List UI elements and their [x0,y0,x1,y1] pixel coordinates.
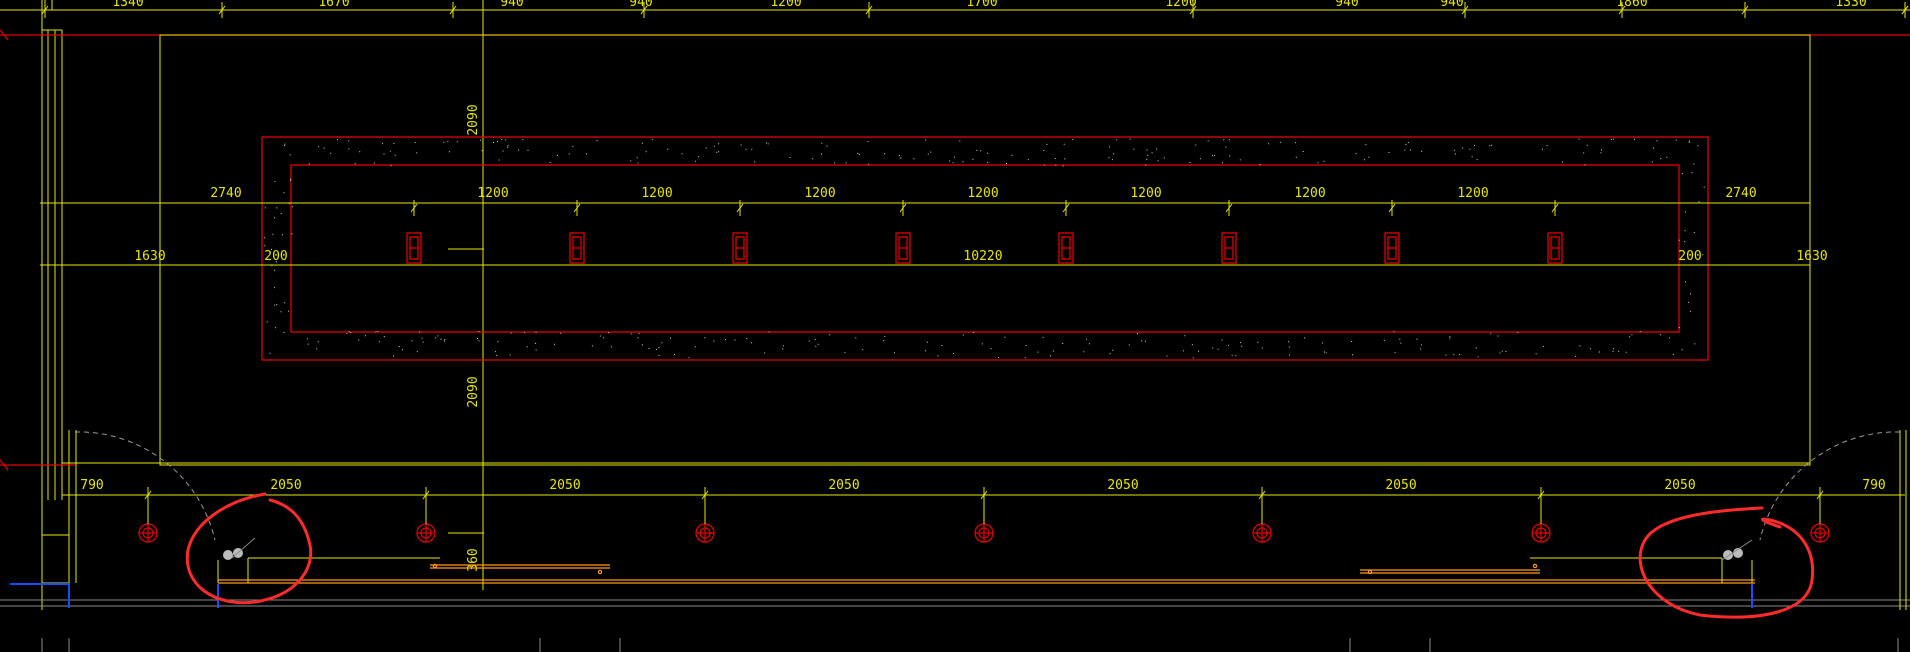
ceiling-trough [261,136,1709,361]
downlight-icon [1252,495,1272,543]
top-dim-text: 1670 [318,0,349,10]
row2-dim-text: 1630 [134,249,165,264]
row1-dim-text: 1200 [641,186,672,201]
vertical-dim-bottom: 360 [466,548,481,571]
light-fixture-icon [1384,203,1400,264]
row1-dim-text: 1200 [1457,186,1488,201]
row1-dim-text: 2740 [1725,186,1756,201]
downlight-icon [416,495,436,543]
bottom-dim-text: 790 [80,478,103,493]
downlight-icon [1531,495,1551,543]
ceiling-fixtures [406,203,1563,264]
right-wall [1899,430,1907,610]
speckle-hatch [264,138,1705,359]
top-dim-text: 1200 [770,0,801,10]
light-fixture-icon [1221,203,1237,264]
top-dim-text: 940 [1440,0,1463,10]
door-swing-left [74,431,216,541]
light-fixture-icon [569,203,585,264]
row2-dim-text: 200 [1678,249,1701,264]
downlight-icon [695,495,715,543]
vertical-dims: 2090 2090 360 [466,104,481,571]
light-fixture-icon [1547,203,1563,264]
top-dim-text: 1340 [112,0,143,10]
row1-dimension-line: 2740 1200 1200 1200 1200 1200 1200 1200 2740 [40,186,1810,216]
top-dim-text: 940 [1335,0,1358,10]
bottom-dim-text: 790 [1862,478,1885,493]
door-swing-right [1759,431,1901,541]
markup-circle-left [185,492,313,605]
downlights [138,495,1830,543]
bottom-stub-lines [41,638,1899,652]
bottom-dim-text: 2050 [1664,478,1695,493]
downlight-icon [1810,495,1830,543]
row2-dimension-line: 1630 200 10220 200 1630 [40,249,1828,266]
row1-dim-text: 1200 [477,186,508,201]
row2-dim-text: 1630 [1796,249,1827,264]
top-dim-text: 940 [500,0,523,10]
bottom-dim-text: 2050 [549,478,580,493]
light-fixture-icon [406,203,422,264]
room-outline [159,34,1811,466]
row1-dim-text: 1200 [1294,186,1325,201]
row1-dim-text: 1200 [804,186,835,201]
top-dim-text: 1860 [1616,0,1647,10]
downlight-icon [974,495,994,543]
top-dim-text: 1200 [1165,0,1196,10]
sliding-door-track [217,557,1755,584]
light-fixture-icon [1058,203,1074,264]
light-fixture-icon [895,203,911,264]
door-hinge-icon [1721,539,1753,561]
bottom-dim-text: 2050 [270,478,301,493]
left-wall [0,0,1910,610]
bottom-dim-text: 2050 [1385,478,1416,493]
bottom-dim-text: 2050 [1107,478,1138,493]
top-dim-text: 1700 [966,0,997,10]
light-fixture-icon [732,203,748,264]
door-hinge-icon [223,537,256,560]
row1-dim-text: 1200 [967,186,998,201]
bottom-dim-text: 2050 [828,478,859,493]
row2-dim-text: 200 [264,249,287,264]
top-dimension-line: 1340 1670 940 940 1200 1700 1200 940 940 1860 1330 [0,0,1910,18]
markup-circle-right [1638,506,1815,619]
vertical-dim-upper: 2090 [466,104,481,135]
left-edge-marker [0,29,9,471]
downlight-icon [138,495,158,543]
top-dim-text: 940 [629,0,652,10]
row2-dim-text: 10220 [963,249,1002,264]
vertical-dim-lower: 2090 [466,376,481,407]
row1-dim-text: 2740 [210,186,241,201]
row1-dim-text: 1200 [1130,186,1161,201]
top-dim-text: 1330 [1835,0,1866,10]
